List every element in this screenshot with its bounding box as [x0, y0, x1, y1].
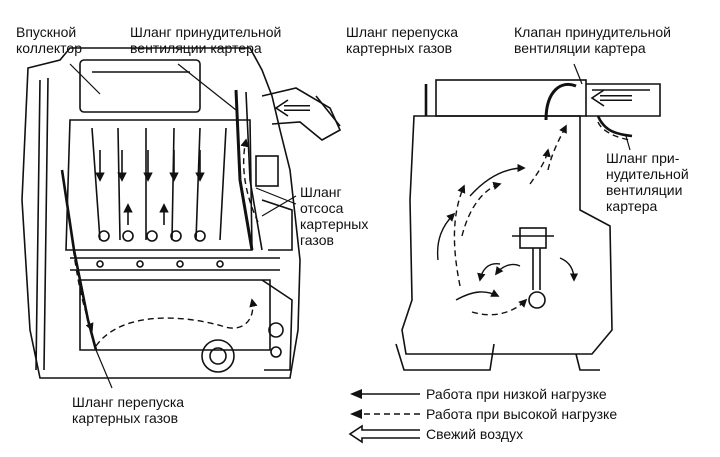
- label-line: Шланг: [300, 184, 342, 200]
- legend-solid-line-icon: [350, 389, 420, 399]
- label-line: нудительной: [606, 166, 689, 182]
- label-line: картерных: [300, 216, 369, 232]
- left-flow-paths: [69, 99, 310, 347]
- label-line: Шланг при-: [606, 150, 680, 166]
- label-line: вентиляции картера: [130, 40, 262, 56]
- label-line: газов: [300, 232, 334, 248]
- label-line: картерных газов: [346, 40, 453, 56]
- label-line: Шланг перепуска: [346, 24, 459, 40]
- legend-low-load-label: Работа при низкой нагрузке: [426, 386, 607, 402]
- label-line: отсоса: [300, 200, 344, 216]
- label-line: вентиляции картера: [514, 40, 646, 56]
- label-line: Шланг перепуска: [72, 394, 185, 410]
- label-line: картерных газов: [72, 410, 179, 426]
- left-leader-lines: [69, 63, 297, 389]
- label-line: Клапан принудительной: [514, 24, 671, 40]
- label-pcv-hose-right: Шланг при- нудительной вентиляции картер…: [606, 150, 689, 214]
- right-flow-paths: [436, 89, 632, 316]
- label-suction-hose: Шланг отсоса картерных газов: [300, 184, 368, 248]
- label-bypass-hose-bottom: Шланг перепуска картерных газов: [72, 394, 184, 426]
- label-pcv-hose-top: Шланг принудительной вентиляции картера: [130, 24, 281, 56]
- label-line: коллектор: [16, 40, 82, 56]
- legend-fresh-air-label: Свежий воздух: [426, 426, 524, 442]
- left-engine-view: [21, 47, 342, 379]
- legend-dashed-line-icon: [350, 409, 420, 419]
- label-intake-manifold: Впускной коллектор: [16, 24, 82, 56]
- label-line: Впускной: [16, 24, 77, 40]
- right-leader-lines: [573, 63, 631, 151]
- label-line: картера: [606, 198, 658, 214]
- label-bypass-hose-top: Шланг перепуска картерных газов: [346, 24, 458, 56]
- legend-high-load-label: Работа при высокой нагрузке: [426, 406, 618, 422]
- label-line: вентиляции: [606, 182, 683, 198]
- label-pcv-valve: Клапан принудительной вентиляции картера: [514, 24, 671, 56]
- legend-symbols: [348, 389, 420, 444]
- right-engine-view: [395, 79, 661, 371]
- label-line: Шланг принудительной: [130, 24, 282, 40]
- legend-hollow-arrow-icon: [348, 424, 420, 444]
